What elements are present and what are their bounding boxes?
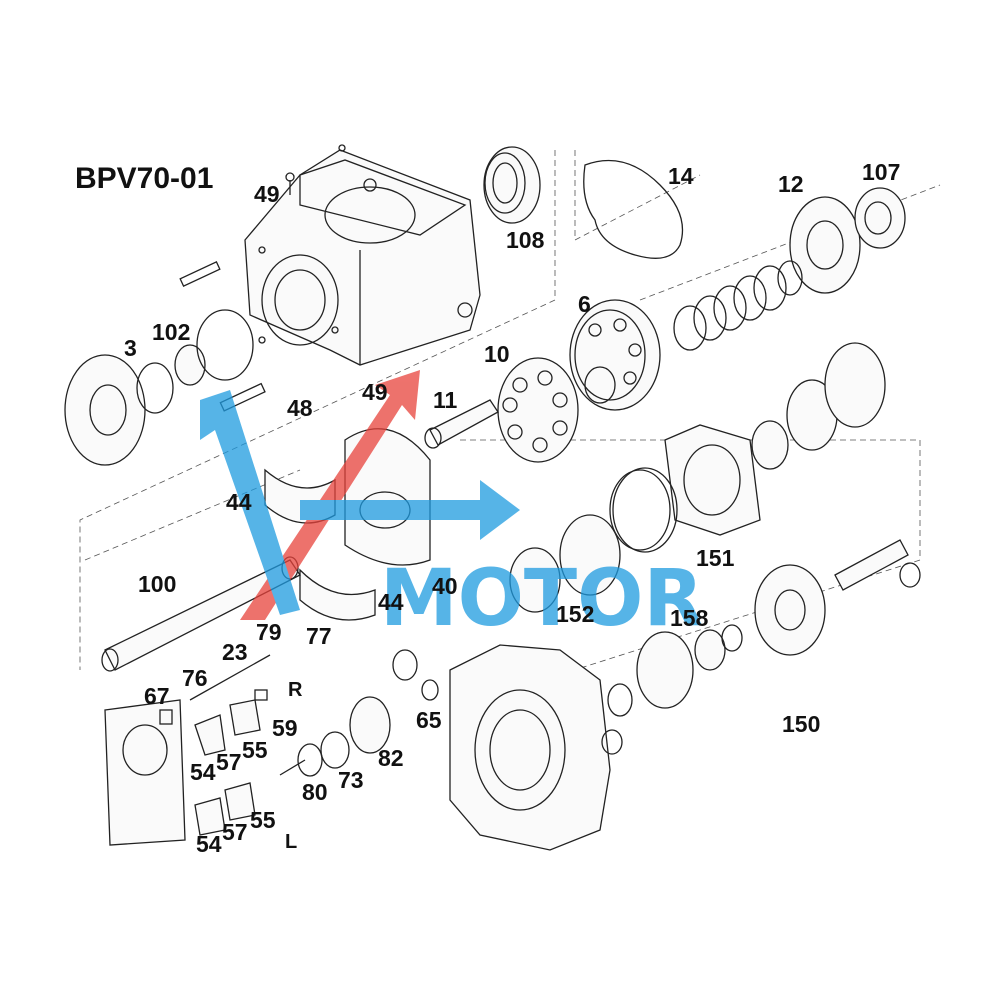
bearing-right bbox=[751, 342, 886, 470]
flange-3 bbox=[64, 354, 146, 466]
o-ring-housing bbox=[196, 309, 254, 381]
callout-10-c10: 10 bbox=[484, 341, 510, 367]
gear-152 bbox=[509, 514, 621, 613]
callout-73-c73: 73 bbox=[338, 767, 364, 793]
watermark-text: MOTOR bbox=[380, 554, 704, 644]
diagram-title: BPV70-01 bbox=[75, 162, 213, 195]
valve-plate-10 bbox=[497, 357, 579, 463]
watermark: MOTOR bbox=[200, 370, 704, 644]
callout-79-c79: 79 bbox=[256, 619, 282, 645]
callout-57-c57a: 57 bbox=[216, 749, 242, 775]
callout-49-c49b: 49 bbox=[362, 379, 388, 405]
callout-L-cL: L bbox=[285, 831, 297, 853]
end-cover-150 bbox=[449, 644, 623, 851]
callout-100-c100: 100 bbox=[138, 571, 176, 597]
o-ring-right bbox=[612, 467, 678, 553]
callout-12-c12: 12 bbox=[778, 171, 804, 197]
callout-76-c76: 76 bbox=[182, 665, 208, 691]
control-brackets bbox=[159, 654, 271, 836]
callout-23-c23: 23 bbox=[222, 639, 248, 665]
callout-49-c49a: 49 bbox=[254, 181, 280, 207]
callout-102-c102: 102 bbox=[152, 319, 190, 345]
callout-54-c54a: 54 bbox=[190, 759, 216, 785]
gasket-14 bbox=[583, 159, 684, 259]
cradle-bearing-lower bbox=[299, 568, 376, 621]
callout-44-c44b: 44 bbox=[378, 589, 404, 615]
flange-adapter bbox=[607, 631, 694, 717]
bearing-107 bbox=[854, 187, 906, 249]
gear-pump-151 bbox=[609, 424, 761, 551]
callout-55-c55b: 55 bbox=[250, 807, 276, 833]
callout-67-c67: 67 bbox=[144, 683, 170, 709]
callout-77-c77: 77 bbox=[306, 623, 332, 649]
watermark-red-arrow bbox=[240, 370, 420, 620]
callout-44-c44a: 44 bbox=[226, 489, 252, 515]
callout-R-cR: R bbox=[288, 679, 303, 701]
callout-57-c57b: 57 bbox=[222, 819, 248, 845]
callout-158-c158: 158 bbox=[670, 605, 709, 631]
spring-stack bbox=[673, 260, 803, 351]
output-shaft bbox=[834, 539, 921, 591]
bearing-108 bbox=[483, 146, 541, 224]
callout-59-c59: 59 bbox=[272, 715, 298, 741]
bushing-102 bbox=[174, 344, 206, 386]
callout-11-c11: 11 bbox=[433, 387, 458, 413]
output-plate bbox=[754, 564, 826, 656]
callout-151-c151: 151 bbox=[696, 545, 735, 571]
callout-152-c152: 152 bbox=[556, 601, 594, 627]
watermark-blue-arrow bbox=[200, 390, 300, 615]
shaft-11 bbox=[424, 399, 499, 449]
callout-107-c107: 107 bbox=[862, 159, 900, 185]
pump-housing bbox=[244, 149, 481, 366]
callout-3-c3: 3 bbox=[124, 335, 137, 361]
callout-40-c40: 40 bbox=[432, 573, 458, 599]
piston-assembly bbox=[279, 649, 439, 777]
callout-108-c108: 108 bbox=[506, 227, 545, 253]
callout-54-c54b: 54 bbox=[196, 831, 222, 857]
seal-ring bbox=[136, 362, 174, 414]
callout-6-c6: 6 bbox=[578, 291, 591, 317]
callout-55-c55a: 55 bbox=[242, 737, 268, 763]
callout-14-c14: 14 bbox=[668, 163, 694, 189]
control-cover bbox=[104, 699, 186, 846]
cylinder-block-6 bbox=[569, 299, 661, 411]
callout-150-c150: 150 bbox=[782, 711, 820, 737]
callout-82-c82: 82 bbox=[378, 745, 404, 771]
callout-65-c65: 65 bbox=[416, 707, 442, 733]
callout-80-c80: 80 bbox=[302, 779, 328, 805]
plate-12 bbox=[789, 196, 861, 294]
callout-48-c48: 48 bbox=[287, 395, 313, 421]
watermark-blue-chevron bbox=[300, 480, 520, 540]
bearing-158 bbox=[694, 624, 743, 671]
